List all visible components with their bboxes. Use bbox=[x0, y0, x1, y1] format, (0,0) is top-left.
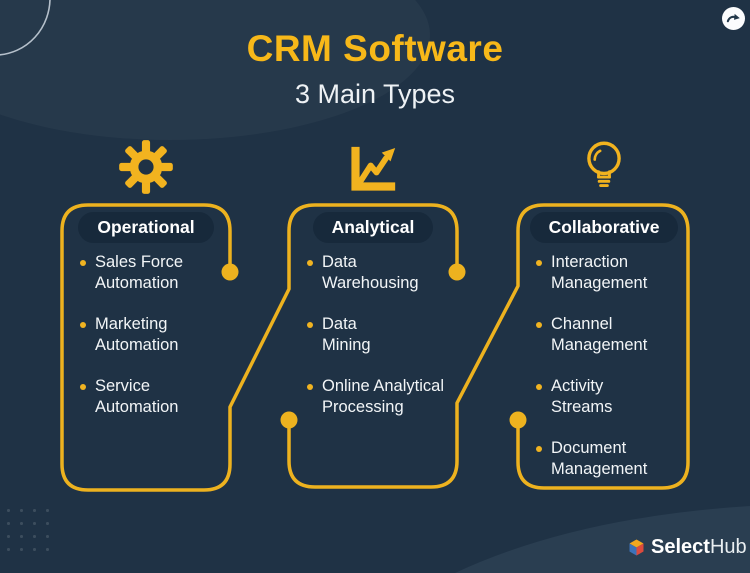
selecthub-mark-icon bbox=[629, 539, 644, 556]
bullet-icon bbox=[536, 446, 542, 452]
bullet-icon bbox=[307, 260, 313, 266]
list-item: Data Warehousing bbox=[289, 252, 457, 294]
list-item: Marketing Automation bbox=[62, 314, 230, 356]
page-title: CRM Software bbox=[246, 28, 504, 69]
lightbulb-icon bbox=[575, 136, 633, 199]
bullet-icon bbox=[536, 260, 542, 266]
bullet-icon bbox=[536, 384, 542, 390]
list-item-text: Data Warehousing bbox=[322, 253, 419, 292]
column-label: Operational bbox=[78, 212, 214, 243]
dot-grid-decoration bbox=[2, 504, 52, 558]
corner-arrow-button[interactable] bbox=[722, 7, 745, 30]
page-subtitle: 3 Main Types bbox=[294, 79, 456, 109]
selecthub-logo: SelectHub bbox=[628, 536, 747, 559]
list-item-text: Online Analytical Processing bbox=[322, 377, 444, 416]
bullet-icon bbox=[80, 260, 86, 266]
brand-select: Select bbox=[651, 536, 710, 558]
gear-icon bbox=[118, 139, 174, 200]
list-item-text: Marketing Automation bbox=[95, 315, 179, 354]
column-label-row: Collaborative bbox=[518, 212, 690, 243]
list-item: Document Management bbox=[518, 438, 690, 480]
column-label: Analytical bbox=[312, 212, 434, 243]
bullet-icon bbox=[80, 384, 86, 390]
column-operational: Operational Sales Force Automation Marke… bbox=[62, 212, 230, 438]
bullet-icon bbox=[307, 384, 313, 390]
list-item-text: Sales Force Automation bbox=[95, 253, 184, 292]
list-item: Interaction Management bbox=[518, 252, 690, 294]
list-item: Sales Force Automation bbox=[62, 252, 230, 294]
column-collaborative: Collaborative Interaction Management Cha… bbox=[518, 212, 690, 500]
list-item: Online Analytical Processing bbox=[289, 376, 457, 418]
top-left-blob-decoration bbox=[0, 0, 430, 140]
column-analytical: Analytical Data Warehousing Data Mining … bbox=[289, 212, 457, 438]
brand-hub: Hub bbox=[709, 536, 747, 558]
bullet-icon bbox=[536, 322, 542, 328]
brand-name: SelectHub bbox=[651, 536, 747, 559]
list-item-text: Service Automation bbox=[95, 377, 179, 416]
list-item-text: Data Mining bbox=[322, 315, 371, 354]
column-label-row: Operational bbox=[62, 212, 230, 243]
growth-chart-icon bbox=[345, 141, 401, 202]
list-item: Data Mining bbox=[289, 314, 457, 356]
column-label-row: Analytical bbox=[289, 212, 457, 243]
column-label: Collaborative bbox=[529, 212, 679, 243]
list-item-text: Interaction Management bbox=[551, 253, 648, 292]
bullet-icon bbox=[80, 322, 86, 328]
list-item: Service Automation bbox=[62, 376, 230, 418]
curved-arrow-icon bbox=[722, 7, 745, 30]
list-item-text: Channel Management bbox=[551, 315, 648, 354]
list-item-text: Document Management bbox=[551, 439, 648, 478]
list-item: Channel Management bbox=[518, 314, 690, 356]
bullet-icon bbox=[307, 322, 313, 328]
list-item: Activity Streams bbox=[518, 376, 690, 418]
list-item-text: Activity Streams bbox=[551, 377, 613, 416]
